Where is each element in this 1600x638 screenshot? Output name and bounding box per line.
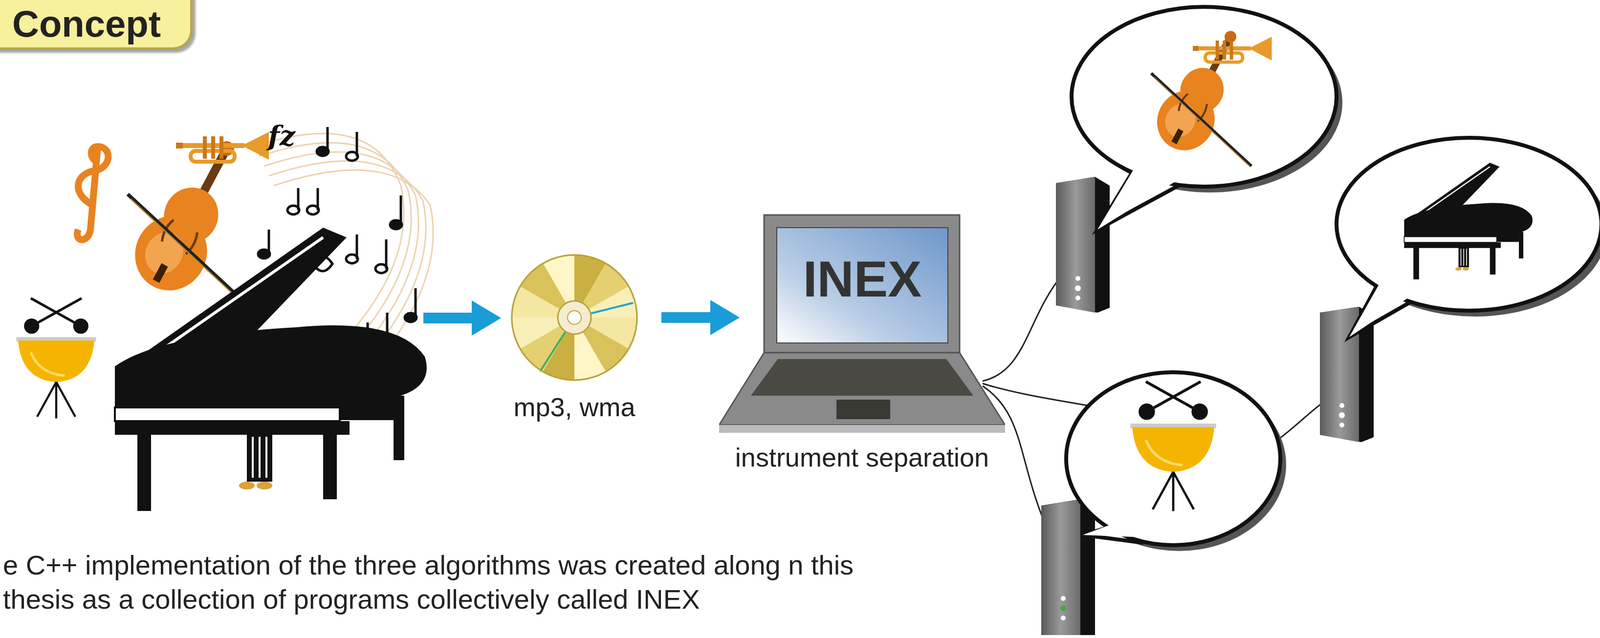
body-text: e C++ implementation of the three algori… (2, 548, 893, 617)
cd-disc: mp3, wma (510, 254, 638, 431)
dynamic-mark: fz (267, 119, 296, 153)
process-label: instrument separation (735, 442, 989, 473)
file-format-label: mp3, wma (513, 392, 636, 423)
screen-title: INEX (803, 250, 922, 309)
laptop: INEX instrument separation (719, 210, 1006, 487)
title-tab: Concept (0, 0, 193, 50)
flow-arrow (661, 300, 740, 336)
